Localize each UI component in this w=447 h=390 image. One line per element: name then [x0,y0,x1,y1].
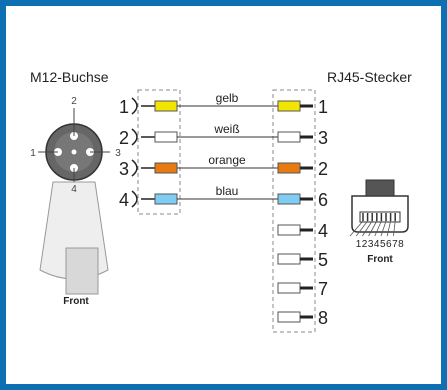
unused-pin-row: 7 [277,279,328,299]
m12-header: M12-Buchse [30,69,109,85]
rj45-pin-number: 1 [318,97,328,117]
connection-row: 4 blau 6 [119,184,328,210]
socket-contact-icon [131,190,138,208]
m12-pin-number: 3 [119,159,129,179]
unused-pin-swatch [277,282,301,294]
rj45-pin-number: 4 [318,221,328,241]
unused-pin-row: 4 [277,221,328,241]
m12-pin-number: 4 [119,190,129,210]
rj45-wire-color-swatch [277,100,301,112]
unused-pin-row: 5 [277,250,328,270]
unused-pin-swatch [277,224,301,236]
socket-contact-icon [131,128,138,146]
rj45-header: RJ45-Stecker [327,69,412,85]
connection-row: 1 gelb 1 [119,91,328,117]
rj45-pin-box [272,89,316,333]
m12-connector-drawing [38,108,110,295]
wire-connections: 1 gelb 1 2 weiß 3 3 orange 2 4 blau 6 [119,91,328,210]
rj45-front-label: Front [367,254,393,265]
m12-wire-color-swatch [154,193,178,205]
m12-front-label: Front [63,296,89,307]
wire-color-label: weiß [213,122,239,136]
wire-color-label: blau [216,184,239,198]
m12-wire-color-swatch [154,162,178,174]
wire-color-label: gelb [216,91,239,105]
rj45-pin-number: 5 [318,250,328,270]
wire-color-label: orange [208,153,246,167]
rj45-wire-color-swatch [277,162,301,174]
rj45-pin-number: 7 [318,279,328,299]
wiring-diagram: M12-Buchse RJ45-Stecker 2 1 3 4 Front 1 g… [30,69,412,333]
unused-pin-swatch [277,253,301,265]
m12-wire-color-swatch [154,100,178,112]
unused-pin-row: 8 [277,308,328,328]
unused-pin-swatch [277,311,301,323]
rj45-plug-drawing [349,179,409,237]
connection-row: 3 orange 2 [119,153,328,179]
m12-pin-label-2: 2 [71,96,77,107]
m12-wire-color-swatch [154,131,178,143]
m12-pin-number: 2 [119,128,129,148]
m12-pin-number: 1 [119,97,129,117]
socket-contact-icon [131,97,138,115]
socket-contact-icon [131,159,138,177]
rj45-pin-number: 3 [318,128,328,148]
connection-row: 2 weiß 3 [119,122,328,148]
m12-pin-label-3: 3 [115,148,121,159]
rj45-pin-numbers: 12345678 [356,239,405,250]
m12-pin-label-4: 4 [71,184,77,195]
rj45-pin-number: 6 [318,190,328,210]
rj45-pin-number: 8 [318,308,328,328]
rj45-pin-number: 2 [318,159,328,179]
m12-pin-box [137,89,181,215]
m12-pin-label-1: 1 [30,148,36,159]
rj45-wire-color-swatch [277,193,301,205]
unused-rj45-pins: 4 5 7 8 [277,221,328,328]
rj45-wire-color-swatch [277,131,301,143]
